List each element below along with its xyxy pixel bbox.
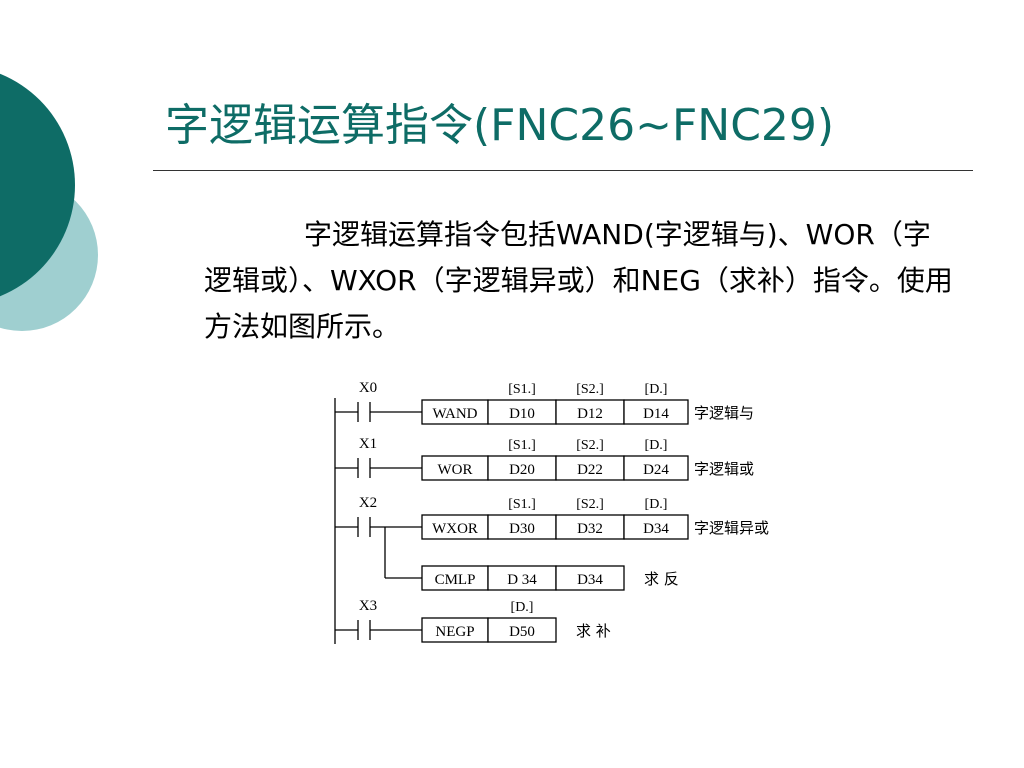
operand-header: [D.]: [645, 497, 668, 512]
decorative-circles: [0, 73, 98, 331]
slide-body: 字逻辑运算指令包括WAND(字逻辑与)、WOR（字逻辑或）、WXOR（字逻辑异或…: [204, 212, 954, 350]
instruction-mnemonic: CMLP: [435, 572, 476, 588]
operand-cell: D34: [577, 572, 603, 588]
instruction-mnemonic: WOR: [438, 462, 473, 478]
instruction-mnemonic: NEGP: [435, 624, 474, 640]
instruction-cell: [421, 399, 489, 425]
operand-header: [D.]: [645, 382, 668, 397]
contact-label: X3: [359, 598, 377, 614]
operand-cell: D30: [509, 521, 535, 537]
operand-cell: D20: [509, 462, 535, 478]
title-divider: [153, 170, 973, 171]
instruction-description: 求 反: [644, 570, 679, 588]
operand-header: [S2.]: [576, 497, 604, 512]
instruction-cell: [555, 565, 625, 591]
contact-label: X0: [359, 380, 377, 396]
operand-header: [D.]: [511, 600, 534, 615]
operand-cell: D 34: [507, 572, 537, 588]
contact-label: X2: [359, 495, 377, 511]
instruction-cell: [623, 399, 689, 425]
operand-header: [S1.]: [508, 382, 536, 397]
operand-header: [S2.]: [576, 382, 604, 397]
instruction-mnemonic: WXOR: [432, 521, 478, 537]
instruction-mnemonic: WAND: [433, 406, 478, 422]
slide-title: 字逻辑运算指令(FNC26~FNC29): [165, 100, 835, 151]
instruction-cell: [555, 455, 625, 481]
decorative-circle-dark: [0, 73, 75, 297]
operand-cell: D14: [643, 406, 669, 422]
instruction-cell: [421, 617, 489, 643]
instruction-cell: [421, 455, 489, 481]
operand-cell: D22: [577, 462, 603, 478]
operand-cell: D24: [643, 462, 669, 478]
instruction-cell: [487, 399, 557, 425]
operand-header: [D.]: [645, 438, 668, 453]
instruction-cell: [487, 455, 557, 481]
operand-cell: D50: [509, 624, 535, 640]
operand-cell: D32: [577, 521, 603, 537]
instruction-description: 字逻辑异或: [694, 519, 769, 537]
instruction-description: 求 补: [576, 622, 611, 640]
operand-cell: D12: [577, 406, 603, 422]
instruction-cell: [623, 514, 689, 540]
operand-cell: D34: [643, 521, 669, 537]
instruction-cell: [487, 617, 557, 643]
instruction-cell: [623, 455, 689, 481]
operand-header: [S1.]: [508, 497, 536, 512]
instruction-description: 字逻辑或: [694, 460, 754, 478]
instruction-cell: [487, 514, 557, 540]
contact-label: X1: [359, 436, 377, 452]
instruction-cell: [421, 565, 489, 591]
operand-cell: D10: [509, 406, 535, 422]
instruction-cell: [555, 399, 625, 425]
instruction-cell: [487, 565, 557, 591]
instruction-cell: [421, 514, 489, 540]
instruction-description: 字逻辑与: [694, 404, 754, 422]
body-paragraph: 字逻辑运算指令包括WAND(字逻辑与)、WOR（字逻辑或）、WXOR（字逻辑异或…: [204, 218, 953, 343]
operand-header: [S2.]: [576, 438, 604, 453]
operand-header: [S1.]: [508, 438, 536, 453]
